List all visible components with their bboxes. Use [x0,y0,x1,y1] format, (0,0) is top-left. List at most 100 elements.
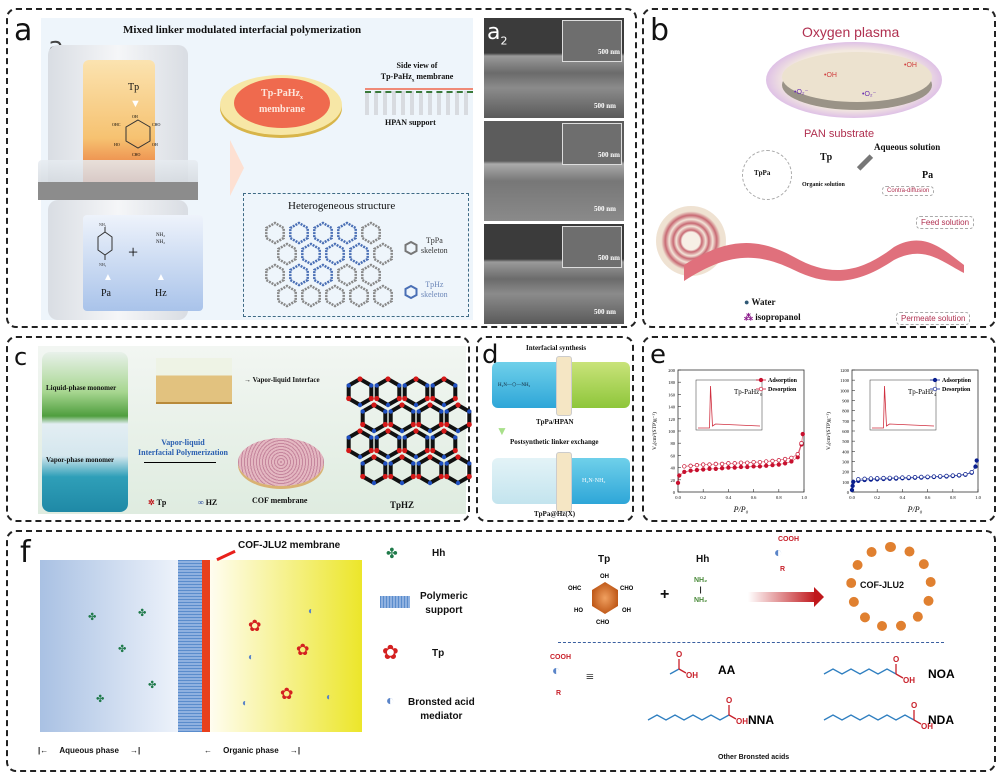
data-point-adsorption [973,464,978,469]
oxygen-atom [382,473,388,480]
svg-text:OH: OH [152,142,158,147]
sem-inset [562,226,622,268]
tphz-framework-icon [346,376,472,486]
data-point-desorption [950,473,955,478]
y-tick-label: 100 [842,480,850,485]
nitrogen-atom [427,428,433,434]
nitrogen-atom [360,461,365,466]
nitrogen-atom [374,435,379,440]
legend-label-desorption: Desorption [768,387,797,393]
oxygen-atom [368,447,374,454]
nitrogen-atom [357,402,363,408]
data-point-adsorption [719,466,725,471]
svg-text:CHO: CHO [596,620,610,626]
diffusion-arrow-icon [856,154,874,171]
lattice-ring [313,263,333,287]
data-point-desorption [726,461,731,466]
hydroxyl-label: OH [736,717,748,726]
data-point-adsorption [675,480,681,485]
nitrogen-atom [385,402,391,408]
side-view-title: Side view of Tp-PaHzx membrane [380,61,454,84]
data-point-desorption [919,474,924,480]
side-view-support [365,91,473,115]
nitrogen-atom [346,435,351,440]
data-point-desorption [713,461,718,467]
nitrogen-atom [427,480,433,486]
tp-legend: ✲ Tp [148,498,167,507]
sem-scale-label: 500 nm [594,102,616,110]
hz-label: Hz [155,288,167,299]
panel-d: d Interfacial synthesis H₂N—⬡—NH₂ TpPa/H… [476,336,634,522]
polymeric-support-layer [178,560,202,732]
reaction-arrow-icon [748,592,816,602]
data-point-adsorption [713,466,718,471]
reactor-clamp-band [38,182,198,200]
catalyst-cooh: COOH [778,536,799,543]
data-point-adsorption [707,466,712,471]
svg-text:OHC: OHC [112,122,121,127]
framework-ring [416,402,444,434]
nitrogen-atom [425,435,430,440]
y-tick-label: 800 [842,409,850,414]
lattice-ring [325,284,345,308]
nitrogen-atom [430,435,435,440]
pa-formula: H₂N—⬡—NH₂ [498,383,531,388]
y-axis-label: Vₐ(cm³(STP)g⁻¹) [651,412,658,450]
nitrogen-atom [397,383,402,388]
catalyst-r: R [780,566,786,573]
oxygen-atom [455,402,461,408]
data-point-adsorption [682,469,687,475]
hydroxyl-label: OH [903,676,915,685]
y-tick-label: 0 [673,490,676,495]
acid-chain [823,714,915,721]
radical-oh: •OH [904,62,917,69]
data-point-desorption [969,470,974,475]
oxygen-atom [374,395,380,402]
lattice-ring [337,263,357,287]
lattice-ring [289,221,309,245]
y-tick-label: 160 [668,392,676,397]
y-tick-label: 0 [847,490,850,495]
tphz-label: TpHZ [390,500,415,510]
water-legend: ● Water [744,297,776,307]
oxygen-label: O [676,650,682,659]
aqueous-phase-label: |← Aqueous phase →| [38,746,141,755]
x-tick-label: 0.0 [675,495,681,500]
cof-membrane-label: COF-JLU2 membrane [238,540,341,551]
y-tick-label: 40 [671,466,676,471]
x-tick-label: 1.0 [801,495,807,500]
y-tick-label: 500 [842,439,850,444]
lattice-ring [325,242,345,266]
cof-membrane-label: COF membrane [252,496,308,505]
data-point-desorption [906,475,911,480]
svg-text:NH₂: NH₂ [99,262,107,267]
oxygen-atom [385,428,391,434]
y-axis-label: Vₐ(cm³(STP)g⁻¹) [825,412,832,450]
panel-a2-label: a2 [487,20,508,48]
oxygen-atom [382,421,388,428]
tp-molecule: ✿ [248,618,262,635]
data-point-desorption [701,462,706,467]
contra-diffusion-tag: Contra-diffusion [882,186,935,196]
oxygen-atom [466,473,472,480]
chart-title-subscript: 0 [760,392,763,397]
nitrogen-atom [430,383,435,388]
nitrogen-atom [444,461,449,466]
data-point-adsorption [764,463,769,468]
sem-inset [562,123,622,165]
data-point-desorption [745,460,750,465]
sem-inset [562,20,622,62]
acid-chain [823,668,897,675]
nitrogen-atom [399,480,405,486]
catalyst-acid-icon: ◐ [774,546,783,561]
panel-a2-column: a2 500 nm 500 nm 500 nm 500 nm 500 nm 50… [484,18,624,324]
data-point-desorption [694,463,700,468]
hpan-support-label: HPAN support [385,118,436,127]
inset-plot [695,379,763,431]
tppa-hpan-label: TpPa/HPAN [536,418,574,426]
sem-scale-label: 500 nm [594,308,616,316]
hz-legend: ∞ HZ [198,498,218,507]
